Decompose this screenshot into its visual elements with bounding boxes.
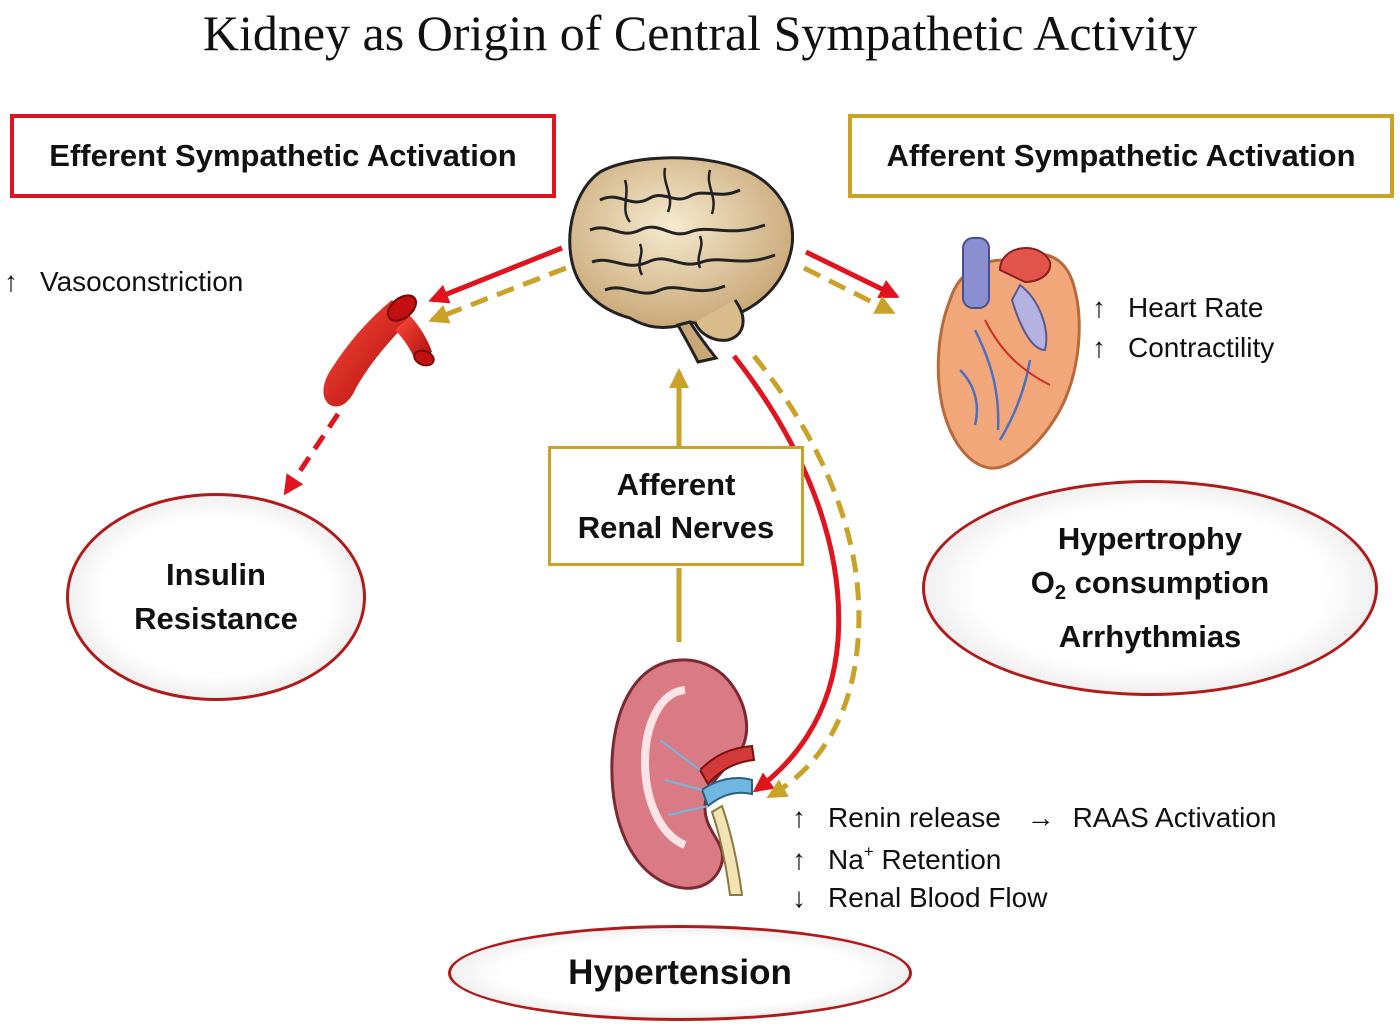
cardiac-outcomes-ellipse: Hypertrophy O2 consumption Arrhythmias [922, 480, 1378, 696]
efferent-arrow-to-vessel [428, 245, 563, 304]
blood-vessel-icon [323, 294, 435, 407]
afferent-renal-nerves-box: Afferent Renal Nerves [548, 446, 804, 566]
afferent-arrow-to-heart [802, 265, 896, 315]
o2-consumption-text: O2 consumption [1031, 561, 1269, 615]
up-arrow-icon: ↑ [792, 844, 806, 875]
up-arrow-icon: ↑ [1092, 332, 1106, 363]
hypertension-ellipse: Hypertension [448, 925, 912, 1021]
insulin-line-1: Insulin [166, 557, 266, 592]
afferent-activation-label: Afferent Sympathetic Activation [848, 114, 1394, 198]
insulin-resistance-ellipse: Insulin Resistance [66, 493, 366, 701]
up-arrow-icon: ↑ [792, 802, 806, 833]
blood-flow-text: Renal Blood Flow [828, 882, 1048, 913]
sodium-suffix: Retention [873, 844, 1002, 875]
contractility-text: Contractility [1128, 332, 1275, 363]
vasoconstriction-text: Vasoconstriction [40, 266, 244, 297]
insulin-line-2: Resistance [134, 601, 298, 636]
efferent-arrow-to-heart [804, 249, 900, 299]
renal-line-1: Afferent [616, 467, 736, 502]
sodium-note: ↑ Na+ Retention [792, 842, 1001, 876]
contractility-note: ↑ Contractility [1092, 332, 1274, 364]
hypertrophy-text: Hypertrophy [1057, 521, 1243, 556]
blood-flow-note: ↓ Renal Blood Flow [792, 882, 1047, 914]
o2-subscript: 2 [1054, 582, 1067, 604]
efferent-arrow-to-kidney [732, 354, 842, 793]
heart-rate-text: Heart Rate [1128, 292, 1264, 323]
vasoconstriction-note: ↑ Vasoconstriction [4, 266, 243, 298]
sodium-prefix: Na [828, 844, 864, 875]
renin-note: ↑ Renin release → RAAS Activation [792, 802, 1276, 834]
efferent-activation-label: Efferent Sympathetic Activation [10, 114, 556, 198]
o2-suffix: consumption [1066, 565, 1270, 600]
renin-text: Renin release [828, 802, 1001, 833]
up-arrow-icon: ↑ [4, 266, 18, 297]
brain-icon [568, 156, 795, 364]
down-arrow-icon: ↓ [792, 882, 806, 913]
raas-text: RAAS Activation [1072, 802, 1277, 833]
arrow-to-insulin-resistance [283, 412, 341, 496]
heart-rate-note: ↑ Heart Rate [1092, 292, 1263, 324]
afferent-arrow-to-vessel [428, 265, 567, 324]
heart-icon [936, 237, 1081, 470]
o2-prefix: O [1030, 565, 1055, 600]
renal-line-2: Renal Nerves [577, 510, 775, 545]
right-arrow-icon: → [1026, 802, 1055, 833]
up-arrow-icon: ↑ [1092, 292, 1106, 323]
sodium-superscript: + [863, 842, 874, 861]
diagram-title: Kidney as Origin of Central Sympathetic … [202, 5, 1198, 61]
hypertension-text: Hypertension [568, 953, 792, 992]
kidney-icon [610, 658, 756, 896]
afferent-arrow-to-kidney [752, 354, 862, 799]
arrhythmias-text: Arrhythmias [1058, 619, 1242, 654]
